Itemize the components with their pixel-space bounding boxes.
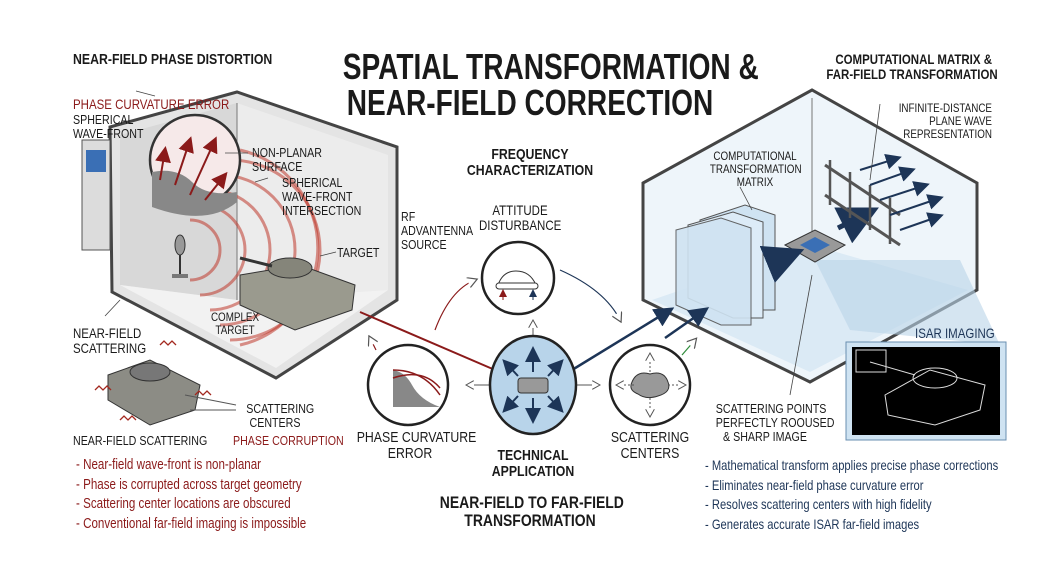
bullet: Mathematical transform applies precise p…	[705, 456, 998, 476]
scattering-centers-icon	[608, 343, 692, 427]
technical-application-icon	[488, 334, 578, 436]
phase-curvature-magnifier	[148, 113, 242, 216]
title-line-1: SPATIAL TRANSFORMATION &	[342, 46, 759, 87]
left-section-heading: NEAR-FIELD PHASE DISTORTION	[73, 51, 273, 68]
bullet: Phase is corrupted across target geometr…	[76, 476, 306, 496]
isar-imaging-label: ISAR IMAGING	[915, 325, 995, 341]
right-bullets: Mathematical transform applies precise p…	[705, 456, 998, 534]
bullet: Resolves scattering centers with high fi…	[705, 495, 998, 515]
title-line-2: NEAR-FIELD CORRECTION	[346, 82, 714, 123]
scattering-tank-icon	[94, 340, 237, 426]
bullet: Conventional far-field imaging is imposs…	[76, 515, 306, 535]
bullet: Eliminates near-field phase curvature er…	[705, 476, 998, 496]
target-label: TARGET	[337, 245, 380, 260]
phase-curvature-error-icon	[366, 343, 450, 427]
left-bullets: Near-field wave-front is non-planar Phas…	[76, 456, 306, 534]
phase-curvature-error-label: PHASE CURVATURE ERROR	[73, 96, 230, 112]
bullet: Scattering center locations are obscured	[76, 495, 306, 515]
processor-chip-icon	[783, 229, 847, 263]
plane-wave-array-icon	[824, 160, 901, 247]
tank-target-icon	[239, 256, 356, 331]
bullet: Near-field wave-front is non-planar	[76, 456, 306, 476]
attitude-disturbance-icon	[480, 240, 556, 316]
phase-corruption-label: PHASE CORRUPTION	[233, 433, 344, 448]
isar-image	[845, 341, 1007, 441]
near-field-scattering-label: NEAR-FIELD SCATTERING	[73, 433, 208, 448]
bullet: Generates accurate ISAR far-field images	[705, 515, 998, 535]
transformation-matrix-icon	[675, 204, 776, 326]
antenna-dish-icon	[172, 234, 188, 278]
right-section-heading: COMPUTATIONAL MATRIX &FAR-FIELD TRANSFOR…	[826, 51, 998, 83]
